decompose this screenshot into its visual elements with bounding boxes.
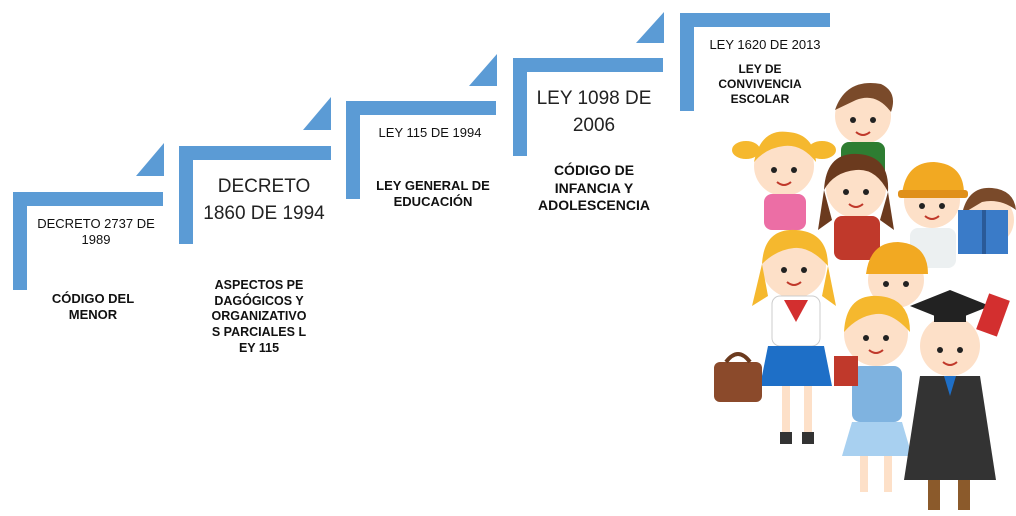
step-2-description: ASPECTOS PEDAGÓGICOS Y ORGANIZATIVOS PAR… — [211, 278, 307, 355]
step-bracket-4 — [513, 12, 664, 156]
step-bracket-2 — [179, 97, 331, 244]
step-5-law: LEY 1620 DE 2013 — [709, 37, 821, 52]
step-3-description: LEY GENERAL DE EDUCACIÓN — [376, 178, 490, 210]
step-3-law: LEY 115 DE 1994 — [378, 125, 482, 140]
step-2-law: DECRETO 1860 DE 1994 — [203, 176, 325, 224]
schoolchildren-group-icon — [714, 83, 1016, 510]
step-5-description: LEY DE CONVIVENCIA ESCOLAR — [718, 62, 802, 106]
step-bracket-3 — [346, 54, 497, 199]
step-bracket-5 — [680, 13, 830, 111]
step-bracket-1 — [13, 143, 164, 290]
step-4-description: CÓDIGO DE INFANCIA Y ADOLESCENCIA — [537, 162, 650, 213]
step-4-law: LEY 1098 DE 2006 — [536, 88, 652, 136]
step-1-description: CÓDIGO DEL MENOR — [51, 291, 135, 323]
step-1-law: DECRETO 2737 DE 1989 — [37, 216, 155, 248]
